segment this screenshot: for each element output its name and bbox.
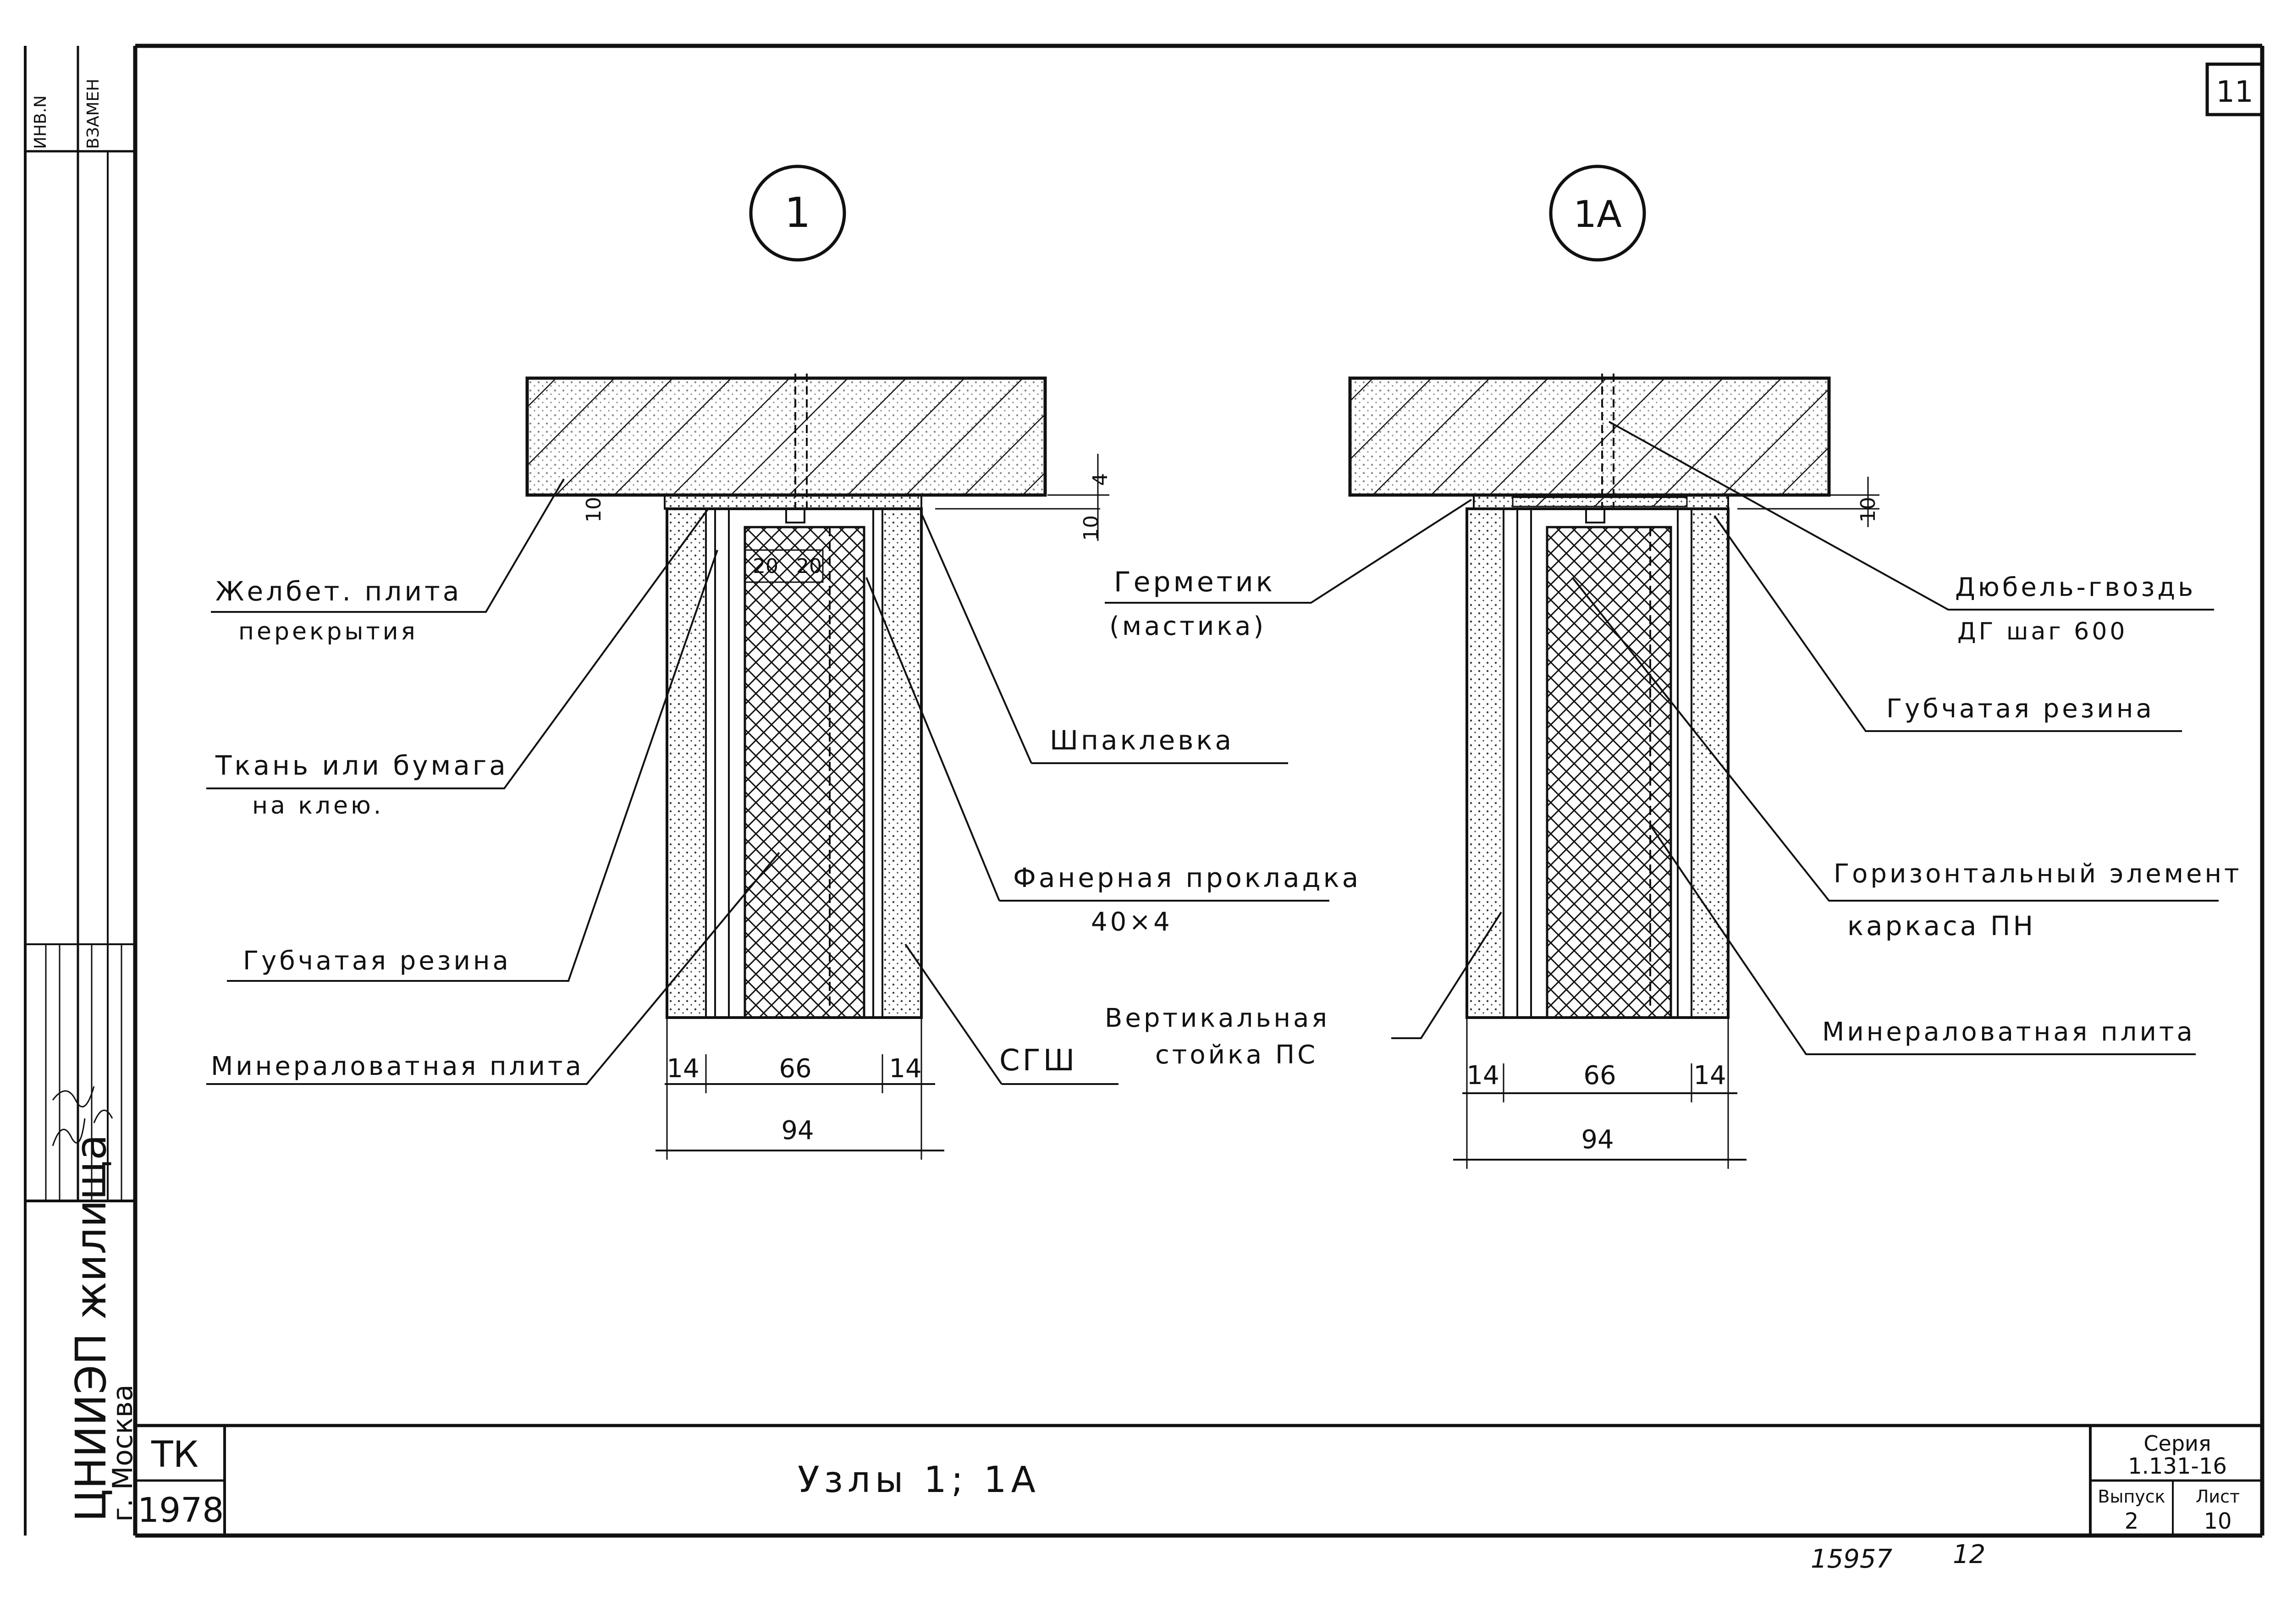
label-mineral-right: Минераловатная плита bbox=[1822, 1017, 2195, 1047]
mineral-wool-right bbox=[1546, 526, 1672, 1019]
organization-city: г. Москва bbox=[107, 1384, 139, 1522]
label-dowel-2: ДГ шаг 600 bbox=[1957, 618, 2127, 645]
footer-number-2: 12 bbox=[1953, 1540, 1985, 1569]
dim-right-total: 94 bbox=[1581, 1125, 1614, 1155]
label-dowel-1: Дюбель-гвоздь bbox=[1955, 573, 2196, 602]
dim-right-b: 66 bbox=[1583, 1061, 1616, 1090]
label-horizontal-2: каркаса ПН bbox=[1847, 910, 2036, 941]
label-horizontal-1: Горизонтальный элемент bbox=[1834, 859, 2242, 889]
sheet-value: 10 bbox=[2204, 1508, 2231, 1534]
year: 1978 bbox=[138, 1491, 224, 1530]
code: ТК bbox=[151, 1434, 198, 1475]
issue-value: 2 bbox=[2125, 1508, 2139, 1534]
side-stamp: ИНВ.N ВЗАМЕН ЦНИИЭП жилища г. Москва bbox=[24, 46, 139, 1536]
label-plywood-1: Фанерная прокладка bbox=[1013, 862, 1361, 893]
dim-left-b: 66 bbox=[779, 1054, 811, 1084]
sheet-number: 11 bbox=[2216, 75, 2253, 109]
sheet-number-box: 11 bbox=[2205, 62, 2264, 116]
title-block: ТК 1978 Узлы 1; 1А Серия 1.131-16 Выпуск… bbox=[135, 1424, 2262, 1536]
dim-left-c: 14 bbox=[889, 1054, 921, 1084]
dim-left-top2: 10 bbox=[1080, 515, 1103, 541]
svg-text:1А: 1А bbox=[1573, 193, 1622, 236]
label-slab-1: Желбет. плита bbox=[215, 576, 462, 607]
organization-name: ЦНИИЭП жилища bbox=[66, 1134, 116, 1522]
dim-left-w2: 20 bbox=[796, 555, 822, 578]
label-rubber-left: Губчатая резина bbox=[243, 946, 511, 976]
dim-right-c: 14 bbox=[1693, 1061, 1726, 1090]
node-marker-1a: 1А bbox=[1549, 165, 1646, 262]
label-vertical-1: Вертикальная bbox=[1105, 1003, 1330, 1033]
detail-left: 14 66 14 94 10 10 4 20 20 Желбет. плита … bbox=[206, 374, 1361, 1160]
series-label: Серия bbox=[2143, 1431, 2211, 1456]
signature-marks bbox=[52, 1086, 113, 1146]
label-vertical-2: стойка ПС bbox=[1155, 1040, 1318, 1070]
label-rubber-right: Губчатая резина bbox=[1886, 694, 2154, 724]
replace-label: ВЗАМЕН bbox=[84, 79, 103, 149]
dim-left-top1: 10 bbox=[582, 497, 606, 523]
label-fabric-2: на клею. bbox=[252, 792, 384, 820]
dim-right-a: 14 bbox=[1466, 1061, 1499, 1090]
footer-number-1: 15957 bbox=[1811, 1544, 1893, 1574]
footer: 15957 12 bbox=[1811, 1540, 1985, 1574]
label-putty: Шпаклевка bbox=[1050, 725, 1234, 756]
label-fabric-1: Ткань или бумага bbox=[215, 750, 508, 781]
label-plywood-2: 40×4 bbox=[1091, 907, 1173, 937]
label-slab-2: перекрытия bbox=[238, 618, 418, 645]
dim-left-total: 94 bbox=[781, 1116, 814, 1145]
issue-label: Выпуск bbox=[2098, 1486, 2165, 1507]
drawing-title: Узлы 1; 1А bbox=[798, 1459, 1040, 1501]
label-sealant-2: (мастика) bbox=[1109, 611, 1266, 641]
label-mineral-left: Минераловатная плита bbox=[211, 1051, 584, 1081]
mineral-wool-left bbox=[744, 526, 865, 1019]
dim-left-w1: 20 bbox=[753, 555, 778, 578]
label-gypsum: СГШ bbox=[999, 1044, 1077, 1078]
dim-left-top3: 4 bbox=[1089, 473, 1112, 486]
svg-text:1: 1 bbox=[784, 189, 810, 237]
series-value: 1.131-16 bbox=[2128, 1453, 2227, 1479]
sheet-frame bbox=[133, 44, 2264, 1538]
inventory-label: ИНВ.N bbox=[31, 95, 50, 149]
detail-right: 14 66 14 94 10 Герметик (мастика) Вертик… bbox=[1105, 374, 2242, 1169]
node-marker-1: 1 bbox=[749, 165, 846, 262]
label-sealant-1: Герметик bbox=[1114, 566, 1275, 598]
sheet-label: Лист bbox=[2196, 1486, 2240, 1507]
dim-left-a: 14 bbox=[667, 1054, 699, 1084]
